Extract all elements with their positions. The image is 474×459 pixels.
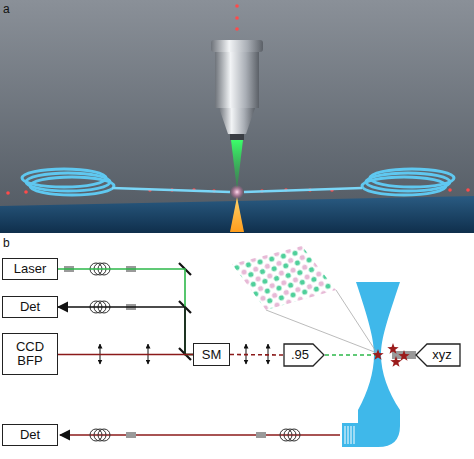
green-cone [231,140,243,190]
beam-path [58,269,193,355]
beam-path [230,354,283,356]
tapered-fiber [342,282,400,447]
orange-cone [230,197,244,232]
lens [100,344,268,364]
camera-box: CCD BFP [2,333,58,375]
node-label: xyz [424,348,452,362]
laser-box: Laser [2,258,58,280]
node-label: Det [20,300,40,314]
objective-body [215,52,259,108]
panel-label: a [3,2,10,16]
outline-shape [284,344,324,366]
backdrop [0,0,474,233]
detector-box: Det [2,296,58,318]
node-label: Det [20,428,40,442]
node-label: .95 [291,348,317,362]
panel-background [0,233,474,459]
grating [345,426,354,444]
node-label: Laser [14,262,47,276]
fiber-connector [64,266,266,438]
node-label: CCD BFP [13,340,47,368]
node-label: SM [202,348,222,362]
beam-path [58,354,193,356]
emitter-glow [230,185,244,199]
objective-tip [219,108,255,134]
outline-shape [416,344,460,366]
objective-symbol: .95 [283,343,325,367]
detector-box: Det [2,424,58,446]
objective-cap [211,40,263,52]
beam [325,354,376,355]
emitter-star [372,343,409,367]
stage-box: xyz [415,343,461,367]
beam-path [58,307,193,355]
mirror [179,263,191,360]
spatial-mirror-box: SM [193,343,230,366]
beam-dots [6,4,470,195]
hbn-lattice [232,246,336,310]
objective-lens [230,134,244,140]
panel-label: b [3,236,10,250]
floor [0,196,474,233]
